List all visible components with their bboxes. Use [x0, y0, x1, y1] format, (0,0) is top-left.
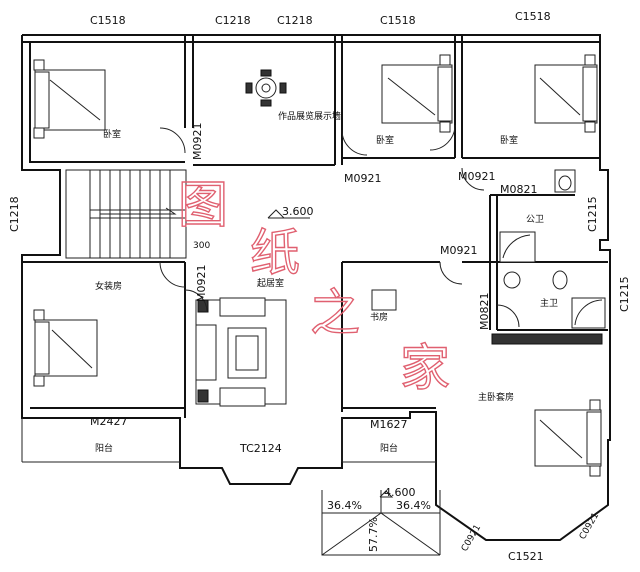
door-labels: M0921 M0921 M0921 M0821 M0921 M0821 M092…: [90, 123, 538, 432]
room-label-public-bath: 公卫: [526, 214, 544, 225]
bed-4: [33, 309, 98, 387]
door-label: M0821: [500, 183, 538, 196]
room-label-balcony-2: 阳台: [380, 442, 398, 454]
window-label: C0921: [460, 523, 483, 553]
fixtures: [491, 169, 606, 345]
slope-label: 36.4%: [396, 499, 431, 512]
window-labels: C1518 C1218 C1218 C1518 C1518 C1218 C121…: [8, 10, 631, 563]
room-label-bedroom-1: 卧室: [103, 128, 121, 140]
window-label: C1518: [380, 14, 416, 27]
door-label: M0921: [191, 123, 204, 161]
watermark-char-1: 图: [178, 176, 228, 234]
roof-lines: [321, 490, 441, 556]
bed-2: [381, 54, 453, 133]
room-labels: 卧室 作品展览展示墙 卧室 卧室 公卫 主卫 女装房 起居室 书房 主卧套房 阳…: [95, 110, 558, 454]
stair-level: 3.600: [282, 205, 314, 218]
window-label: TC2124: [239, 442, 282, 455]
sofa-set: [195, 289, 397, 407]
window-label: C1218: [277, 14, 313, 27]
room-label-master-bath: 主卫: [540, 297, 558, 309]
watermark-char-2: 纸: [250, 224, 300, 282]
door-label: M2427: [90, 415, 128, 428]
slope-label: 57.7%: [367, 517, 380, 552]
window-label: C1215: [618, 276, 631, 312]
room-label-balcony-1: 阳台: [95, 442, 113, 454]
window-label: C1521: [508, 550, 544, 563]
room-label-study: 书房: [370, 311, 388, 323]
watermark-char-4: 家: [400, 339, 450, 397]
window-label: C1215: [586, 196, 599, 232]
bed-5: [534, 399, 602, 477]
round-table: [245, 69, 287, 107]
door-label: M0921: [440, 244, 478, 257]
room-label-bedroom-2: 卧室: [376, 134, 394, 146]
roof-level: 4.600: [384, 486, 416, 499]
door-label: M0921: [458, 170, 496, 183]
room-label-living: 起居室: [257, 277, 284, 289]
room-label-master: 主卧套房: [478, 391, 514, 403]
window-label: C1218: [215, 14, 251, 27]
room-label-daughter: 女装房: [95, 280, 122, 292]
interior-walls: [21, 35, 608, 463]
door-swings: [159, 124, 520, 328]
bed-1: [33, 59, 106, 139]
door-label: M0921: [344, 172, 382, 185]
door-label: M0821: [478, 293, 491, 331]
level-marks: 3.600 300 4.600: [193, 205, 416, 499]
slope-labels: 36.4% 36.4% 57.7%: [327, 499, 431, 552]
room-label-bedroom-3: 卧室: [500, 134, 518, 146]
window-label: C1218: [8, 196, 21, 232]
window-label: C1518: [515, 10, 551, 23]
window-label: C1518: [90, 14, 126, 27]
watermark-char-3: 之: [310, 284, 360, 342]
watermark: 图 纸 之 家: [177, 175, 450, 397]
window-label: C0921: [578, 511, 601, 541]
slope-label: 36.4%: [327, 499, 362, 512]
stair-sub-level: 300: [193, 241, 210, 251]
staircase: [65, 169, 187, 259]
room-label-display: 作品展览展示墙: [278, 110, 341, 122]
door-label: M1627: [370, 418, 408, 431]
bed-3: [534, 54, 598, 133]
door-label: M0921: [195, 265, 208, 303]
